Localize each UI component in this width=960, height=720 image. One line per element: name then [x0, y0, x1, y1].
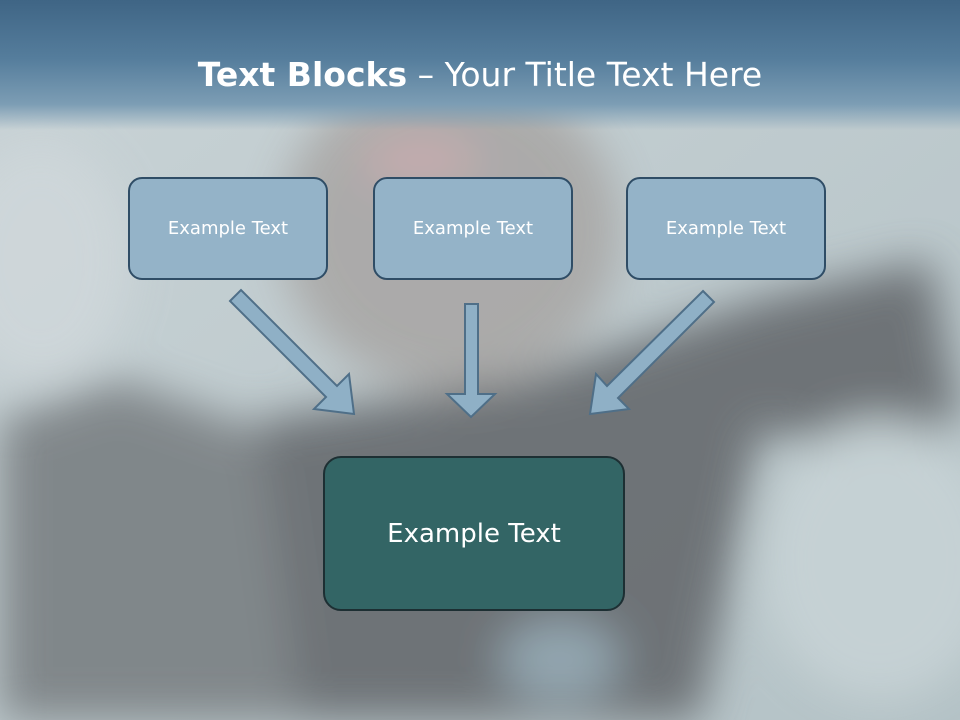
title-rest: Your Title Text Here: [444, 55, 763, 94]
slide-title: Text Blocks – Your Title Text Here: [0, 52, 960, 98]
title-bold: Text Blocks: [197, 55, 408, 94]
title-separator: –: [407, 55, 445, 94]
arrow-center: [444, 303, 498, 419]
arrow-left: [228, 288, 356, 416]
main-text-block: Example Text: [323, 456, 625, 611]
text-block-1: Example Text: [128, 177, 328, 280]
text-block-2: Example Text: [373, 177, 573, 280]
text-block-3: Example Text: [626, 177, 826, 280]
arrow-right: [588, 289, 716, 416]
title-band: [0, 0, 960, 130]
